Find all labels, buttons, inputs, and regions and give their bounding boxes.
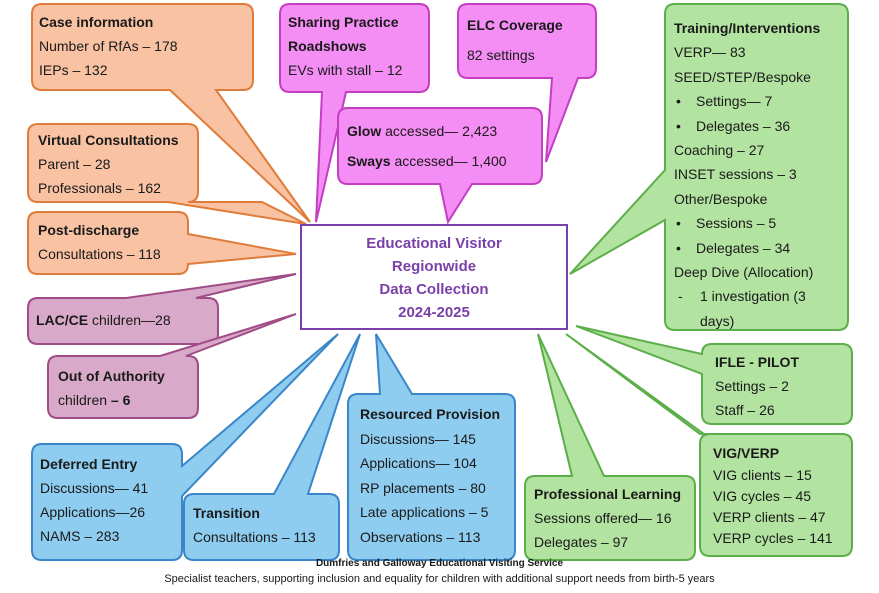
rp-applications: Applications— 104 [360, 455, 477, 472]
glow-line: Glow accessed— 2,423 [347, 116, 507, 146]
post-discharge-callout [27, 211, 297, 275]
center-title-line-4: 2024-2025 [398, 304, 470, 321]
seed-heading: SEED/STEP/Bespoke [674, 68, 811, 85]
professional-learning-title: Professional Learning [534, 486, 682, 502]
lac-ce-line: LAC/CE children—28 [36, 308, 171, 332]
out-of-authority-children: children – 6 [58, 388, 165, 412]
seed-settings: Settings— 7 [674, 89, 820, 113]
ifle-box: IFLE - PILOT Settings – 2 Staff – 26 [715, 350, 799, 422]
resourced-provision-title: Resourced Provision [360, 406, 501, 422]
vig-cycles: VIG cycles – 45 [713, 488, 812, 504]
glow-sways-box: Glow accessed— 2,423 Sways accessed— 1,4… [347, 116, 507, 176]
vig-verp-callout [565, 333, 853, 557]
verp-cycles: VERP cycles – 141 [713, 530, 833, 546]
training-title: Training/Interventions [674, 20, 821, 36]
ifle-settings: Settings – 2 [715, 378, 789, 394]
training-box: Training/Interventions VERP— 83 SEED/STE… [674, 16, 820, 333]
professional-learning-callout [524, 333, 696, 561]
glow-value: accessed— 2,423 [381, 123, 498, 139]
elc-coverage-box: ELC Coverage 82 settings [467, 10, 563, 70]
ifle-staff: Staff – 26 [715, 402, 775, 418]
resourced-provision-box: Resourced Provision Discussions— 145 App… [360, 402, 500, 550]
sharing-practice-callout [279, 3, 430, 223]
center-title-line-1: Educational Visitor [366, 235, 502, 252]
out-of-authority-title: Out of Authority [58, 368, 165, 384]
case-information-title: Case information [39, 14, 154, 30]
virtual-consultations-box: Virtual Consultations Parent – 28 Profes… [38, 128, 179, 200]
center-title-box: Educational Visitor Regionwide Data Coll… [300, 224, 568, 330]
ifle-title: IFLE - PILOT [715, 354, 799, 370]
investigation-line-2: days) [700, 312, 735, 329]
parent-count: Parent – 28 [38, 156, 111, 172]
professional-learning-box: Professional Learning Sessions offered— … [534, 482, 681, 554]
children-label: children [58, 392, 111, 408]
transition-consultations: Consultations – 113 [193, 529, 316, 545]
vig-verp-title: VIG/VERP [713, 445, 780, 461]
transition-title: Transition [193, 505, 260, 521]
lac-ce-label: LAC/CE [36, 312, 89, 328]
rp-observations: Observations – 113 [360, 528, 481, 545]
elc-settings: 82 settings [467, 47, 535, 63]
other-sessions: Sessions – 5 [674, 211, 820, 235]
verp-clients: VERP clients – 47 [713, 509, 826, 525]
post-discharge-consultations: Consultations – 118 [38, 246, 161, 262]
vig-clients: VIG clients – 15 [713, 467, 812, 483]
center-title-line-3: Data Collection [379, 281, 489, 298]
elc-coverage-title: ELC Coverage [467, 17, 563, 33]
seed-delegates: Delegates – 36 [674, 114, 820, 138]
professionals-count: Professionals – 162 [38, 180, 161, 196]
sways-label: Sways [347, 153, 391, 169]
investigation-line-1: 1 investigation (3 [674, 284, 820, 308]
transition-box: Transition Consultations – 113 [193, 501, 316, 549]
coaching-count: Coaching – 27 [674, 142, 765, 159]
verp-count: VERP— 83 [674, 44, 746, 61]
lac-ce-value: children—28 [88, 312, 171, 328]
transition-callout [183, 333, 361, 561]
rp-late-applications: Late applications – 5 [360, 504, 489, 521]
out-of-authority-callout [47, 313, 297, 419]
post-discharge-box: Post-discharge Consultations – 118 [38, 218, 161, 266]
deferred-discussions: Discussions— 41 [40, 480, 149, 496]
glow-label: Glow [347, 123, 382, 139]
lac-ce-box: LAC/CE children—28 [36, 308, 171, 332]
deferred-entry-title: Deferred Entry [40, 456, 138, 472]
sharing-practice-title-2: Roadshows [288, 38, 367, 54]
elc-coverage-callout [457, 3, 597, 163]
resourced-provision-callout [347, 333, 516, 561]
rp-discussions: Discussions— 145 [360, 430, 476, 447]
vig-verp-box: VIG/VERP VIG clients – 15 VIG cycles – 4… [713, 441, 833, 549]
glow-sways-callout [337, 107, 543, 225]
sharing-practice-box: Sharing Practice Roadshows EVs with stal… [288, 10, 402, 82]
virtual-consultations-title: Virtual Consultations [38, 132, 179, 148]
sways-line: Sways accessed— 1,400 [347, 146, 507, 176]
deferred-entry-box: Deferred Entry Discussions— 41 Applicati… [40, 452, 148, 548]
sharing-practice-title-1: Sharing Practice [288, 14, 399, 30]
case-information-box: Case information Number of RfAs – 178 IE… [39, 10, 178, 82]
post-discharge-title: Post-discharge [38, 222, 140, 238]
ifle-callout [575, 325, 853, 425]
out-of-authority-box: Out of Authority children – 6 [58, 364, 165, 412]
virtual-consultations-callout [27, 123, 307, 225]
ieps-count: IEPs – 132 [39, 62, 108, 78]
center-title-line-2: Regionwide [391, 258, 477, 275]
nams-count: NAMS – 283 [40, 528, 120, 544]
children-value: – 6 [110, 392, 131, 408]
case-information-callout [31, 3, 311, 223]
other-delegates: Delegates – 34 [674, 236, 820, 260]
footer-tagline: Specialist teachers, supporting inclusio… [164, 573, 715, 585]
pl-delegates: Delegates – 97 [534, 534, 629, 550]
deep-dive-heading: Deep Dive (Allocation) [674, 264, 814, 281]
sways-value: accessed— 1,400 [390, 153, 507, 169]
evs-with-stall: EVs with stall – 12 [288, 62, 403, 78]
other-heading: Other/Bespoke [674, 190, 768, 207]
deferred-applications: Applications—26 [40, 504, 146, 520]
deferred-entry-callout [31, 333, 339, 561]
pl-sessions: Sessions offered— 16 [534, 510, 672, 526]
inset-count: INSET sessions – 3 [674, 166, 797, 183]
footer-organisation: Dumfries and Galloway Educational Visiti… [315, 558, 564, 569]
rp-placements: RP placements – 80 [360, 479, 486, 496]
rfas-count: Number of RfAs – 178 [39, 38, 178, 54]
